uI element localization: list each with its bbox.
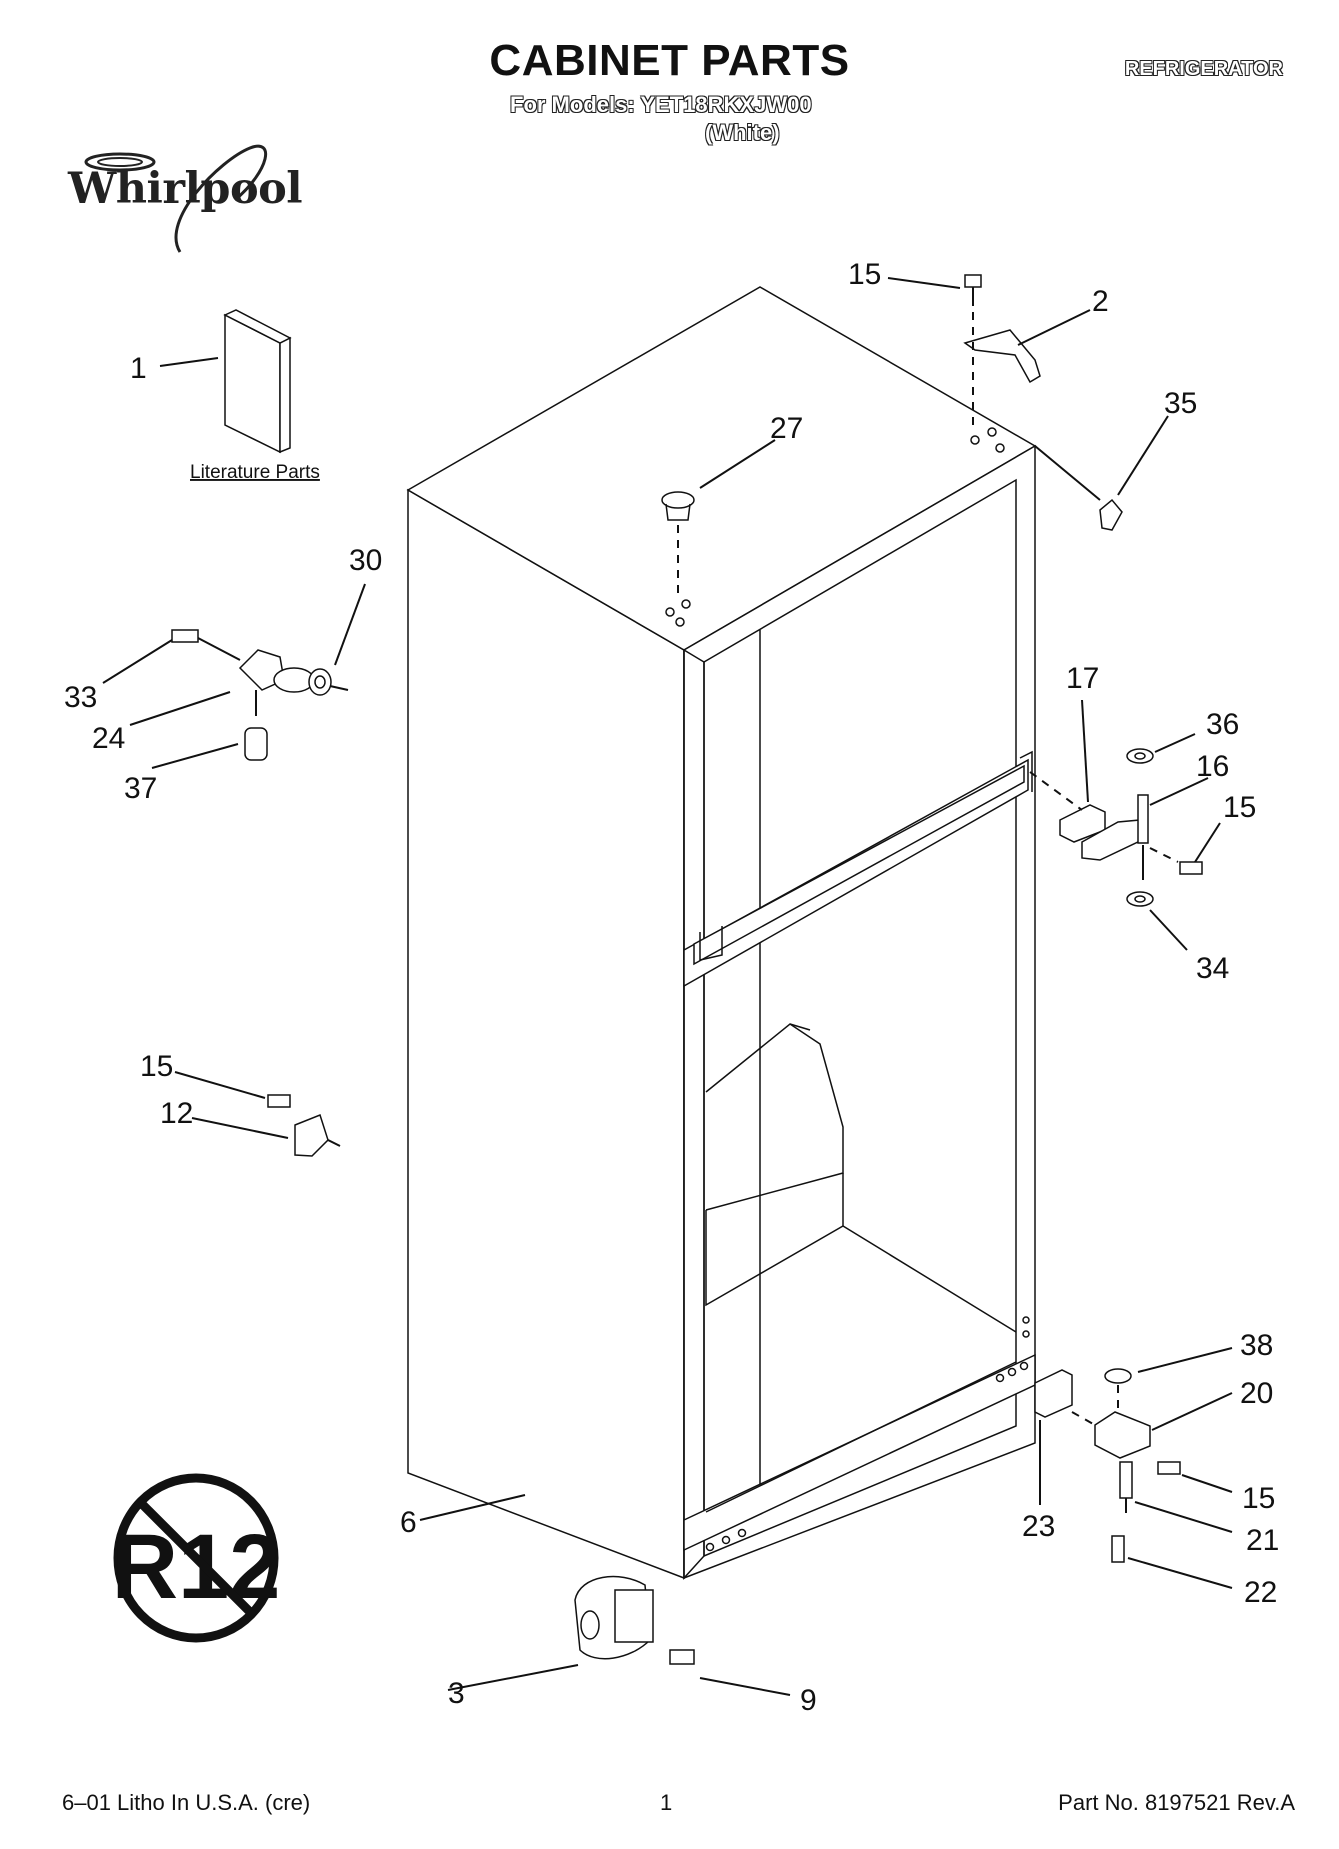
roller-assembly-icon — [171, 629, 349, 761]
no-r12-badge-icon: R12 — [112, 1473, 281, 1643]
callout-9: 9 — [800, 1684, 817, 1717]
callout-33: 33 — [64, 681, 97, 714]
leader-lines — [102, 277, 1233, 1696]
callout-20: 20 — [1240, 1377, 1273, 1410]
callout-1: 1 — [130, 352, 147, 385]
center-hinge-icon — [1029, 748, 1203, 907]
callout-17: 17 — [1066, 662, 1099, 695]
callout-15-center: 15 — [1223, 791, 1256, 824]
callout-21: 21 — [1246, 1524, 1279, 1557]
bottom-hinge-icon — [1034, 1368, 1181, 1563]
footer-page-number: 1 — [660, 1790, 673, 1815]
product-category: REFRIGERATOR — [1124, 58, 1283, 80]
page-title: CABINET PARTS — [489, 36, 850, 85]
callout-22: 22 — [1244, 1576, 1277, 1609]
model-number: For Models: YET18RKXJW00 — [510, 92, 812, 117]
callout-38: 38 — [1240, 1329, 1273, 1362]
callout-34: 34 — [1196, 952, 1229, 985]
callout-23: 23 — [1022, 1510, 1055, 1543]
callout-15-top: 15 — [848, 258, 881, 291]
plug-button-icon — [661, 491, 695, 598]
cabinet-body — [406, 286, 1037, 1580]
brand-logo: Whirlpool — [68, 164, 303, 214]
callout-16: 16 — [1196, 750, 1229, 783]
callout-37: 37 — [124, 772, 157, 805]
model-color: (White) — [705, 120, 780, 145]
footer-part-number: Part No. 8197521 Rev.A — [1058, 1790, 1295, 1815]
callout-labels: 1 2 3 6 9 12 15 15 15 15 16 17 20 21 22 … — [64, 258, 1279, 1717]
literature-parts-icon — [223, 309, 292, 454]
callout-2: 2 — [1092, 285, 1109, 318]
callout-24: 24 — [92, 722, 125, 755]
callout-6: 6 — [400, 1506, 417, 1539]
callout-3: 3 — [448, 1677, 465, 1710]
callout-27: 27 — [770, 412, 803, 445]
callout-36: 36 — [1206, 708, 1239, 741]
callout-12: 12 — [160, 1097, 193, 1130]
leveling-leg-icon — [574, 1575, 695, 1665]
callout-30: 30 — [349, 544, 382, 577]
literature-parts-label: Literature Parts — [190, 462, 320, 483]
brand-logo-swirl-icon — [84, 144, 267, 253]
top-hinge-icon — [963, 274, 1123, 531]
callout-15-side: 15 — [140, 1050, 173, 1083]
callout-35: 35 — [1164, 387, 1197, 420]
badge-text: R12 — [112, 1516, 281, 1618]
door-stop-clip-icon — [267, 1094, 341, 1157]
footer-print-info: 6–01 Litho In U.S.A. (cre) — [62, 1790, 311, 1815]
callout-15-bottom: 15 — [1242, 1482, 1275, 1515]
